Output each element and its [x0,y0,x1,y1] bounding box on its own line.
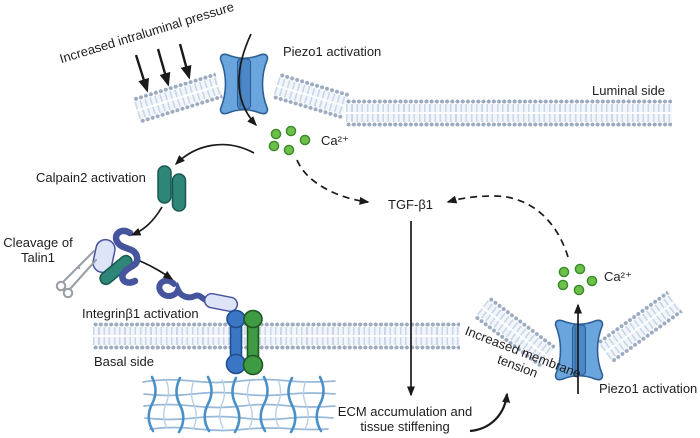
label-piezo1-activation-bottom: Piezo1 activation [599,381,698,396]
calpain2-protein-icon [157,165,187,212]
pressure-arrows-icon [134,43,192,93]
label-calcium-top: Ca²⁺ [321,133,349,148]
label-basal-side: Basal side [94,354,154,369]
arrow-calpain2-to-talin1 [130,206,163,236]
calcium-ions-top-icon [268,125,311,156]
ecm-mesh-icon [142,375,336,434]
arrow-talin1-to-integrin [139,260,174,280]
label-tgf-b1: TGF-β1 [388,197,434,212]
arrow-ecm-to-membrane-tension [469,392,511,433]
integrin-dimer-icon [225,309,264,376]
membrane-luminal-horizontal [346,99,672,127]
talin1-open-icon [156,277,239,313]
membrane-basal-horizontal [93,322,460,350]
arrow-dashed-calcium2-to-tgfb1 [446,195,569,258]
label-piezo1-activation-top: Piezo1 activation [283,44,382,59]
label-cleavage-of-talin1: Cleavage of Talin1 [3,235,73,265]
scissors-icon [55,249,98,299]
arrow-calcium-to-calpain2 [174,143,255,166]
label-calpain2-activation: Calpain2 activation [36,170,146,185]
label-luminal-side: Luminal side [592,83,665,98]
arrow-piezo1-to-calcium [238,33,258,127]
label-integrin-b1-activation: Integrinβ1 activation [82,306,199,321]
label-calcium-bottom: Ca²⁺ [604,269,632,284]
calcium-ions-bottom-icon [557,263,598,296]
label-ecm-accumulation: ECM accumulation and tissue stiffening [337,404,473,434]
piezo1-channel-bottom-icon [554,319,604,381]
talin1-folded-icon [92,227,141,286]
arrow-dashed-calcium-to-tgfb1 [296,159,370,205]
